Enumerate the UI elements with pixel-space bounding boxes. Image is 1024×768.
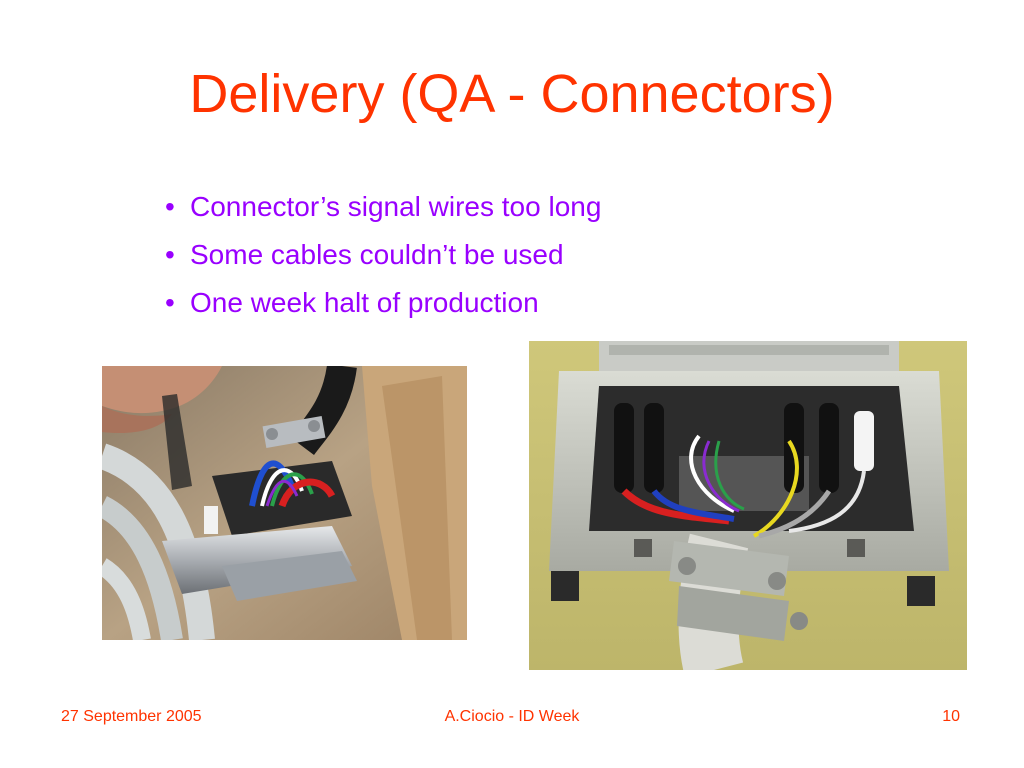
bullet-list: • Connector’s signal wires too long • Some… bbox=[165, 186, 601, 330]
footer-date: 27 September 2005 bbox=[61, 708, 202, 725]
bullet-item: • Connector’s signal wires too long bbox=[165, 186, 601, 234]
bullet-icon: • bbox=[165, 287, 175, 318]
slide-title: Delivery (QA - Connectors) bbox=[189, 64, 835, 124]
bullet-item: • One week halt of production bbox=[165, 282, 601, 330]
bullet-text: One week halt of production bbox=[190, 287, 539, 318]
bullet-text: Some cables couldn’t be used bbox=[190, 239, 564, 270]
photo-cable-connector-side bbox=[102, 366, 467, 640]
bullet-item: • Some cables couldn’t be used bbox=[165, 234, 601, 282]
footer-author: A.Ciocio - ID Week bbox=[444, 708, 580, 725]
bullet-text: Connector’s signal wires too long bbox=[190, 191, 602, 222]
page-number: 10 bbox=[942, 708, 960, 725]
photo-connector-housing-open bbox=[529, 341, 967, 670]
bullet-icon: • bbox=[165, 191, 175, 222]
bullet-icon: • bbox=[165, 239, 175, 270]
